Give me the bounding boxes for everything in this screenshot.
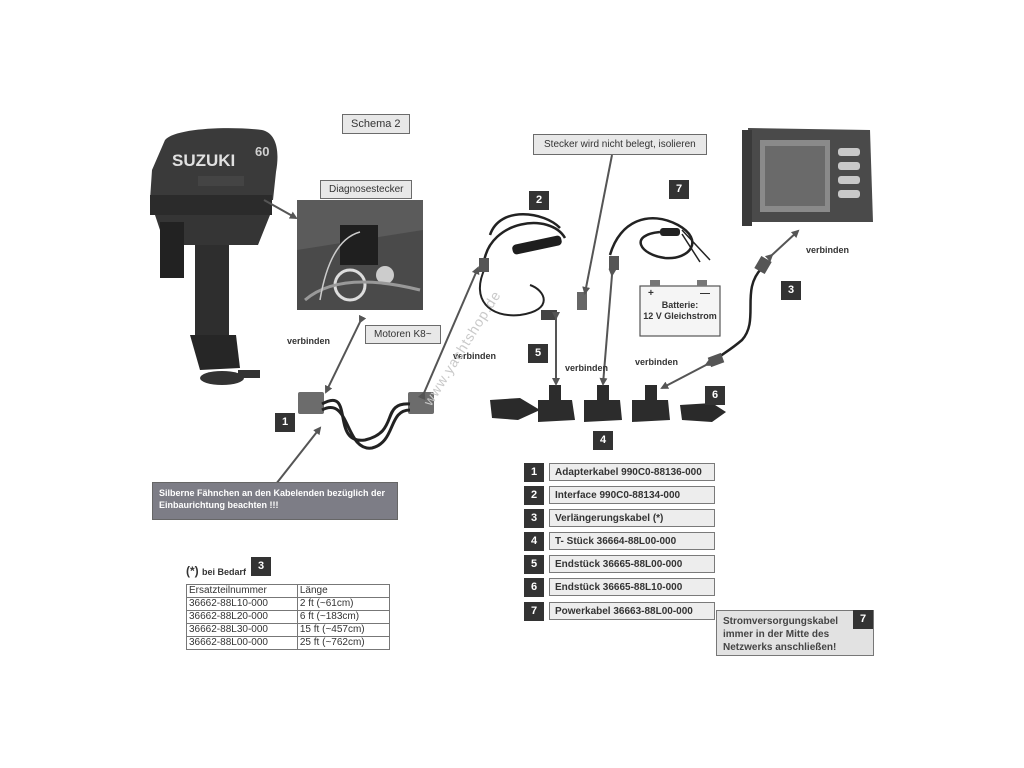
table-cell-length: 15 ft (~457cm) (296, 623, 391, 637)
table-row: 36662-88L20-000 6 ft (~183cm) (186, 610, 391, 624)
silver-flags-note: Silberne Fähnchen an den Kabelenden bezü… (152, 482, 398, 520)
parts-row-5-text: Endstück 36665-88L00-000 (549, 555, 715, 573)
table-header-part-number: Ersatzteilnummer (186, 584, 298, 598)
parts-row-2: 2 Interface 990C0-88134-000 (524, 486, 715, 506)
battery-label-line2: 12 V Gleichstrom (643, 311, 717, 321)
parts-row-5: 5 Endstück 36665-88L00-000 (524, 555, 715, 575)
battery-label: Batterie: 12 V Gleichstrom (640, 300, 720, 322)
battery-minus-sign: — (700, 288, 710, 299)
parts-row-3-number: 3 (524, 509, 544, 528)
table-header-length: Länge (296, 584, 391, 598)
parts-row-1-text: Adapterkabel 990C0-88136-000 (549, 463, 715, 481)
table-cell-part: 36662-88L00-000 (186, 636, 298, 650)
badge-5: 5 (528, 344, 548, 363)
diagnostic-connector-photo (297, 200, 423, 310)
plug-not-used-label: Stecker wird nicht belegt, isolieren (533, 134, 707, 155)
parts-row-4-text: T- Stück 36664-88L00-000 (549, 532, 715, 550)
diagnostic-connector-label: Diagnosestecker (320, 180, 413, 199)
badge-7: 7 (669, 180, 689, 199)
parts-row-2-number: 2 (524, 486, 544, 505)
connect-label-3: verbinden (565, 363, 609, 373)
parts-row-4: 4 T- Stück 36664-88L00-000 (524, 532, 715, 552)
power-supply-note-badge: 7 (853, 610, 873, 629)
parts-row-6: 6 Endstück 36665-88L10-000 (524, 578, 715, 598)
parts-row-7: 7 Powerkabel 36663-88L00-000 (524, 602, 715, 622)
parts-row-1-number: 1 (524, 463, 544, 482)
battery-plus-sign: + (648, 288, 654, 299)
connect-label-2: verbinden (453, 351, 497, 361)
table-cell-part: 36662-88L10-000 (186, 597, 298, 611)
badge-6: 6 (705, 386, 725, 405)
display-unit-image (742, 128, 873, 226)
motors-k8-label: Motoren K8~ (365, 325, 441, 344)
adapter-cable-image (298, 392, 434, 450)
table-row: 36662-88L00-000 25 ft (~762cm) (186, 636, 391, 650)
power-cable-image (608, 217, 711, 270)
battery-image (639, 280, 721, 337)
interface-cable-image (479, 213, 587, 320)
battery-label-line1: Batterie: (661, 300, 699, 310)
power-supply-note: Stromversorgungskabel immer in der Mitte… (716, 610, 874, 656)
motor-model-mark: 60 (255, 144, 269, 159)
table-cell-part: 36662-88L30-000 (186, 623, 298, 637)
table-row: 36662-88L10-000 2 ft (~61cm) (186, 597, 391, 611)
parts-row-1: 1 Adapterkabel 990C0-88136-000 (524, 463, 715, 483)
parts-row-2-text: Interface 990C0-88134-000 (549, 486, 715, 504)
parts-row-7-number: 7 (524, 602, 544, 621)
motor-brand-logo: SUZUKI (172, 151, 235, 170)
connection-arrows (263, 154, 800, 485)
spare-parts-table: Ersatzteilnummer Länge 36662-88L10-000 2… (186, 584, 391, 650)
table-cell-length: 2 ft (~61cm) (296, 597, 391, 611)
connect-label-5: verbinden (806, 245, 850, 255)
table-cell-length: 6 ft (~183cm) (296, 610, 391, 624)
parts-row-3: 3 Verlängerungskabel (*) (524, 509, 715, 529)
table-cell-part: 36662-88L20-000 (186, 610, 298, 624)
parts-row-6-text: Endstück 36665-88L10-000 (549, 578, 715, 596)
badge-2: 2 (529, 191, 549, 210)
parts-row-3-text: Verlängerungskabel (*) (549, 509, 715, 527)
badge-4: 4 (593, 431, 613, 450)
as-needed-note: (*) bei Bedarf (186, 564, 246, 578)
table-header-row: Ersatzteilnummer Länge (186, 584, 391, 598)
badge-1: 1 (275, 413, 295, 432)
parts-row-5-number: 5 (524, 555, 544, 574)
parts-row-6-number: 6 (524, 578, 544, 597)
as-needed-marker: (*) (186, 564, 199, 578)
schema-title: Schema 2 (342, 114, 410, 134)
t-connectors-image (490, 385, 726, 422)
parts-row-4-number: 4 (524, 532, 544, 551)
outboard-motor-image: SUZUKI 60 (150, 128, 278, 385)
table-row: 36662-88L30-000 15 ft (~457cm) (186, 623, 391, 637)
as-needed-badge: 3 (251, 557, 271, 576)
parts-row-7-text: Powerkabel 36663-88L00-000 (549, 602, 715, 620)
badge-3: 3 (781, 281, 801, 300)
connect-label-4: verbinden (635, 357, 679, 367)
table-cell-length: 25 ft (~762cm) (296, 636, 391, 650)
as-needed-text: bei Bedarf (202, 567, 247, 577)
connect-label-1: verbinden (287, 336, 331, 346)
